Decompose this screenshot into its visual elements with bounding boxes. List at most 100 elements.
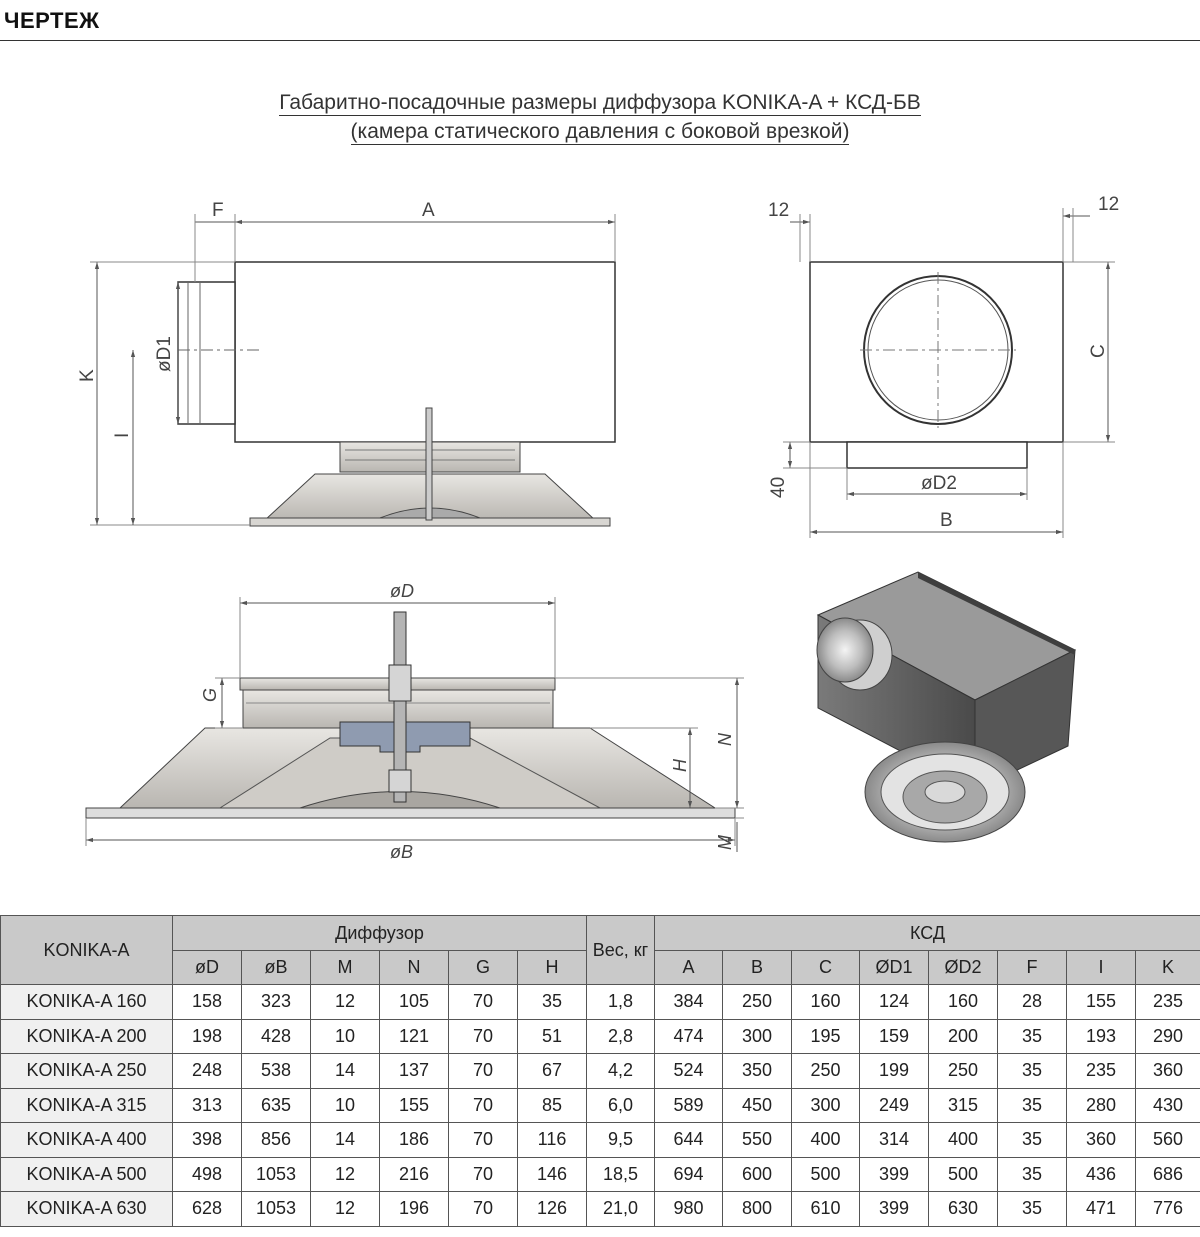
- box-value-cell: 35: [997, 1156, 1068, 1192]
- technical-drawing: F A K I øD1 12 12 C 40: [77, 194, 1119, 862]
- dim-D1: øD1: [154, 336, 175, 372]
- box-value-cell: 694: [654, 1156, 724, 1192]
- box-value-cell: 600: [722, 1156, 793, 1192]
- box-value-cell: 200: [928, 1018, 999, 1054]
- box-value-cell: 159: [859, 1018, 930, 1054]
- diffuser-value-cell: 12: [310, 984, 380, 1020]
- header-weight: Вес, кг: [586, 915, 656, 985]
- diffuser-value-cell: 155: [379, 1087, 449, 1123]
- diffuser-value-cell: 1053: [241, 1191, 311, 1227]
- weight-value-cell: 4,2: [586, 1053, 656, 1089]
- box-value-cell: 250: [722, 984, 793, 1020]
- box-value-cell: 235: [1135, 984, 1200, 1020]
- diffuser-value-cell: 12: [310, 1191, 380, 1227]
- diffuser-value-cell: 137: [379, 1053, 449, 1089]
- box-value-cell: 560: [1135, 1122, 1200, 1158]
- dim-diffuser-D: øD: [390, 581, 414, 601]
- box-value-cell: 199: [859, 1053, 930, 1089]
- diffuser-value-cell: 398: [172, 1122, 242, 1158]
- col-header-box-B: B: [722, 950, 793, 985]
- box-value-cell: 471: [1066, 1191, 1137, 1227]
- box-value-cell: 550: [722, 1122, 793, 1158]
- box-value-cell: 250: [791, 1053, 861, 1089]
- col-header-box-F: F: [997, 950, 1068, 985]
- col-header-box-C: C: [791, 950, 861, 985]
- weight-value-cell: 21,0: [586, 1191, 656, 1227]
- col-header-box-A: A: [654, 950, 724, 985]
- box-value-cell: 315: [928, 1087, 999, 1123]
- diffuser-value-cell: 70: [448, 1156, 518, 1192]
- box-value-cell: 360: [1135, 1053, 1200, 1089]
- box-value-cell: 28: [997, 984, 1068, 1020]
- box-value-cell: 500: [791, 1156, 861, 1192]
- col-header-G: G: [448, 950, 518, 985]
- box-value-cell: 235: [1066, 1053, 1137, 1089]
- side-view: F A K I øD1: [77, 200, 616, 527]
- box-value-cell: 686: [1135, 1156, 1200, 1192]
- box-value-cell: 160: [791, 984, 861, 1020]
- col-header-box-D1: ØD1: [859, 950, 930, 985]
- diffuser-value-cell: 313: [172, 1087, 242, 1123]
- diffuser-value-cell: 216: [379, 1156, 449, 1192]
- row-model-cell: KONIKA-A 500: [0, 1156, 173, 1192]
- box-value-cell: 430: [1135, 1087, 1200, 1123]
- page-header: ЧЕРТЕЖ: [0, 0, 1200, 41]
- diffuser-value-cell: 12: [310, 1156, 380, 1192]
- box-value-cell: 776: [1135, 1191, 1200, 1227]
- diffuser-value-cell: 635: [241, 1087, 311, 1123]
- box-value-cell: 124: [859, 984, 930, 1020]
- box-value-cell: 250: [928, 1053, 999, 1089]
- box-value-cell: 500: [928, 1156, 999, 1192]
- dim-12-left: 12: [768, 200, 789, 221]
- dim-B: B: [940, 510, 953, 531]
- diffuser-value-cell: 116: [516, 1122, 588, 1158]
- diffuser-value-cell: 105: [379, 984, 449, 1020]
- diffuser-value-cell: 70: [448, 984, 518, 1020]
- col-header-D: øD: [172, 950, 242, 985]
- row-model-cell: KONIKA-A 630: [0, 1191, 173, 1227]
- diffuser-value-cell: 1053: [241, 1156, 311, 1192]
- diffuser-value-cell: 158: [172, 984, 242, 1020]
- dim-F: F: [212, 200, 224, 221]
- specification-table: KONIKA-A Диффузор Вес, кг КСД øD øB M N …: [0, 915, 1200, 1227]
- dim-diffuser-M: M: [715, 835, 735, 850]
- diffuser-value-cell: 538: [241, 1053, 311, 1089]
- diffuser-value-cell: 70: [448, 1053, 518, 1089]
- box-value-cell: 400: [791, 1122, 861, 1158]
- weight-value-cell: 9,5: [586, 1122, 656, 1158]
- box-value-cell: 35: [997, 1122, 1068, 1158]
- box-value-cell: 450: [722, 1087, 793, 1123]
- diffuser-value-cell: 186: [379, 1122, 449, 1158]
- box-value-cell: 384: [654, 984, 724, 1020]
- header-diffuser-group: Диффузор: [171, 915, 588, 951]
- box-value-cell: 35: [997, 1053, 1068, 1089]
- diffuser-value-cell: 498: [172, 1156, 242, 1192]
- box-value-cell: 610: [791, 1191, 861, 1227]
- diffuser-value-cell: 628: [172, 1191, 242, 1227]
- col-header-B: øB: [241, 950, 311, 985]
- diffuser-value-cell: 70: [448, 1122, 518, 1158]
- weight-value-cell: 1,8: [586, 984, 656, 1020]
- box-value-cell: 524: [654, 1053, 724, 1089]
- box-value-cell: 800: [722, 1191, 793, 1227]
- weight-value-cell: 2,8: [586, 1018, 656, 1054]
- diffuser-value-cell: 196: [379, 1191, 449, 1227]
- row-model-cell: KONIKA-A 250: [0, 1053, 173, 1089]
- col-header-M: M: [310, 950, 380, 985]
- diffuser-value-cell: 51: [516, 1018, 588, 1054]
- header-box-group: КСД: [654, 915, 1200, 951]
- box-value-cell: 980: [654, 1191, 724, 1227]
- dim-diffuser-N: N: [715, 732, 735, 746]
- dim-diffuser-G: G: [200, 688, 220, 702]
- drawing-title-line1: Габаритно-посадочные размеры диффузора K…: [279, 91, 921, 116]
- col-header-box-K: K: [1135, 950, 1200, 985]
- dim-I: I: [112, 433, 133, 438]
- box-value-cell: 35: [997, 1191, 1068, 1227]
- front-view: 12 12 C 40 øD2 B: [768, 194, 1119, 538]
- drawing-title-line2: (камера статического давления с боковой …: [350, 120, 850, 145]
- header-model: KONIKA-A: [0, 915, 173, 985]
- diffuser-value-cell: 70: [448, 1087, 518, 1123]
